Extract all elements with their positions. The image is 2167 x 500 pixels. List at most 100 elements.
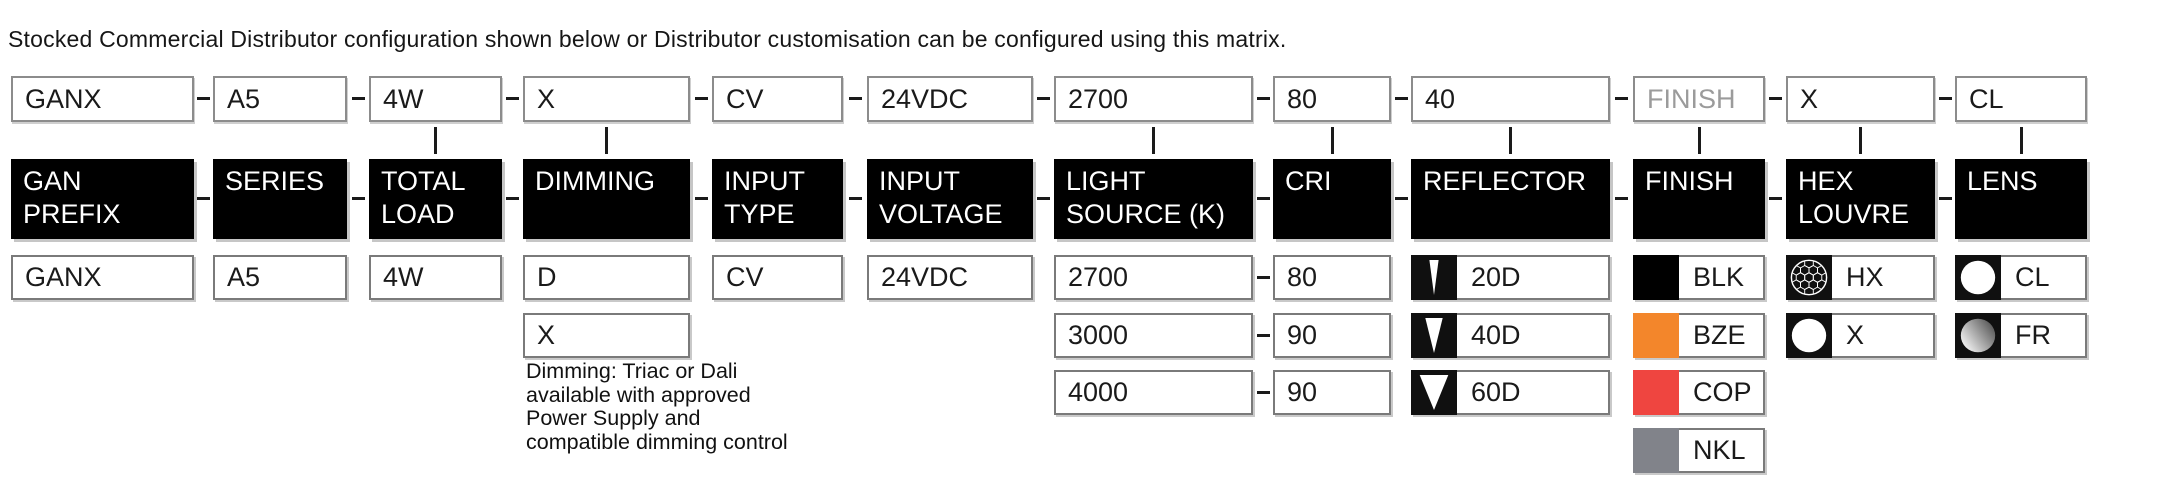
light-source-option-label: 3000 [1068,320,1129,350]
light-source-option-2: 4000 [1054,370,1253,415]
gan-prefix-option-0: GANX [11,255,194,300]
column-connector-line [1330,127,1334,154]
column-connector-line [1697,127,1701,154]
header-input-type: INPUT TYPE [712,159,843,239]
header-dimming: DIMMING [523,159,690,239]
finish-swatch [1633,428,1679,473]
column-connector-line [1509,127,1512,154]
hex-mesh-icon [1786,255,1832,300]
reflector-config-value: 40 [1425,83,1456,114]
dimming-option-0: D [523,255,690,300]
lens-config-box: CL [1955,76,2087,122]
dash-connector [1256,391,1270,394]
dimming-option-label: D [537,262,557,292]
dash-connector [1256,276,1270,279]
cri-option-0: 80 [1273,255,1391,300]
dash-connector [694,97,708,100]
total-load-option-0: 4W [369,255,502,300]
circle-frosted-icon [1955,313,2001,358]
beam-medium-glyph [1411,313,1457,358]
light-source-config-box: 2700 [1054,76,1253,122]
beam-narrow-glyph [1411,255,1457,300]
dash-connector [1938,97,1952,100]
cri-option-label: 90 [1287,377,1318,407]
finish-swatch [1633,255,1679,300]
light-source-option-0: 2700 [1054,255,1253,300]
header-hex-louvre: HEX LOUVRE [1786,159,1935,239]
input-type-config-value: CV [726,83,764,114]
header-lens: LENS [1955,159,2087,239]
header-light-source: LIGHT SOURCE (K) [1054,159,1253,239]
gan-prefix-option-label: GANX [25,262,102,292]
total-load-config-value: 4W [383,83,424,114]
beam-wide-glyph [1411,370,1457,415]
input-voltage-option-label: 24VDC [881,262,969,292]
reflector-option-label: 20D [1471,262,1521,292]
dash-connector [1394,197,1408,200]
finish-swatch [1633,370,1679,415]
total-load-config-box: 4W [369,76,502,122]
dash-connector [197,197,210,200]
reflector-option-label: 40D [1471,320,1521,350]
finish-option-0: BLK [1633,255,1765,300]
lens-option-label: FR [2015,320,2051,350]
reflector-option-2: 60D [1411,370,1610,415]
beam-medium-icon [1411,313,1457,358]
finish-swatch [1633,313,1679,358]
dash-connector [197,97,210,100]
hex-louvre-config-box: X [1786,76,1935,122]
cri-config-value: 80 [1287,83,1318,114]
dash-connector [1769,197,1782,200]
cri-option-label: 80 [1287,262,1318,292]
reflector-config-box: 40 [1411,76,1610,122]
dash-connector [694,197,708,200]
dash-connector [1256,334,1270,337]
light-source-option-1: 3000 [1054,313,1253,358]
finish-option-label: BZE [1693,320,1746,350]
dash-connector [848,97,862,100]
dash-connector [351,97,365,100]
column-connector-line [1859,127,1862,154]
cri-option-label: 90 [1287,320,1318,350]
lens-config-value: CL [1969,83,2004,114]
beam-wide-icon [1411,370,1457,415]
column-connector-line [434,127,437,154]
reflector-option-label: 60D [1471,377,1521,407]
input-type-option-0: CV [712,255,843,300]
dimming-config-box: X [523,76,690,122]
lens-option-1: FR [1955,313,2087,358]
dimming-option-1: X [523,313,690,358]
finish-option-2: COP [1633,370,1765,415]
dash-connector [1037,197,1050,200]
finish-config-box: FINISH [1633,76,1765,122]
finish-option-label: BLK [1693,262,1745,292]
header-finish: FINISH [1633,159,1765,239]
circle-plain-icon [1955,255,2001,300]
dash-connector [506,197,519,200]
circle-plain-glyph [1955,255,2001,300]
series-option-label: A5 [227,262,261,292]
lens-option-0: CL [1955,255,2087,300]
circle-plain-glyph [1786,313,1832,358]
header-gan-prefix: GAN PREFIX [11,159,194,239]
header-reflector: REFLECTOR [1411,159,1610,239]
input-voltage-option-0: 24VDC [867,255,1033,300]
finish-option-label: COP [1693,377,1752,407]
input-type-option-label: CV [726,262,764,292]
finish-config-value: FINISH [1647,83,1736,114]
light-source-option-label: 2700 [1068,262,1129,292]
lens-option-label: CL [2015,262,2050,292]
column-connector-line [605,127,608,154]
finish-option-1: BZE [1633,313,1765,358]
dimming-config-value: X [537,83,556,114]
hex-louvre-option-label: X [1846,320,1865,350]
header-input-voltage: INPUT VOLTAGE [867,159,1033,239]
header-total-load: TOTAL LOAD [369,159,502,239]
gan-prefix-config-box: GANX [11,76,194,122]
circle-frosted-glyph [1955,313,2001,358]
dash-connector [1615,197,1628,200]
dash-connector [1938,197,1952,200]
hex-louvre-option-0: HX [1786,255,1935,300]
hex-louvre-option-label: HX [1846,262,1884,292]
